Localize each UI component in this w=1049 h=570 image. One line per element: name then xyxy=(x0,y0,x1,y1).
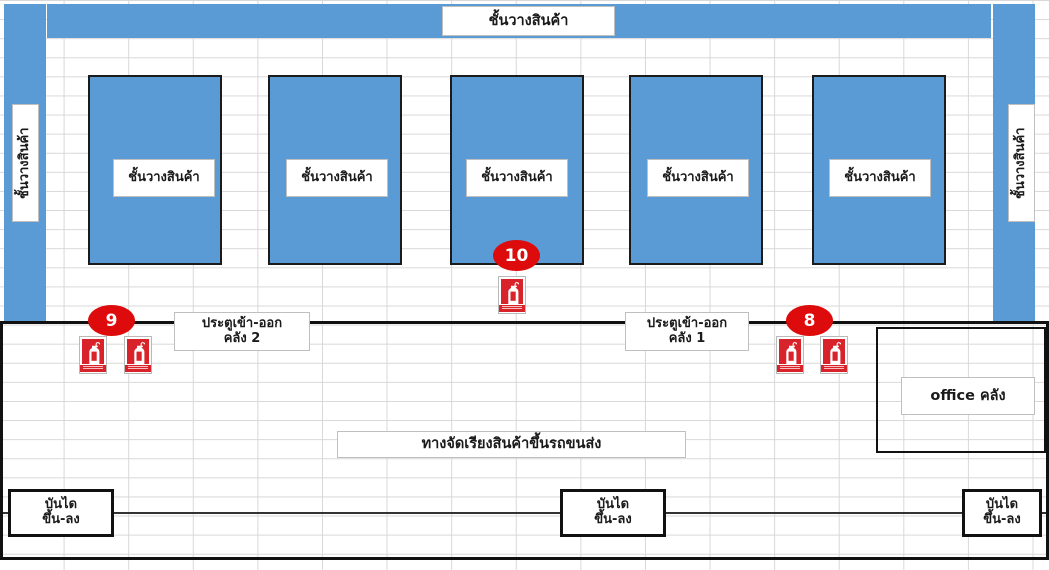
fire-extinguisher-caption xyxy=(125,364,151,372)
stairs-route-line xyxy=(3,512,1046,514)
fire-extinguisher-icon xyxy=(498,276,526,314)
fire-extinguisher-icon xyxy=(124,336,152,374)
rack-2-label: ชั้นวางสินค้า xyxy=(286,159,388,197)
fire-extinguisher-pictogram xyxy=(127,339,149,371)
fire-extinguisher-caption xyxy=(499,304,525,312)
fire-extinguisher-icon xyxy=(79,336,107,374)
fire-point-8-badge: 8 xyxy=(786,305,833,336)
office-room-label: office คลัง xyxy=(901,377,1035,415)
rack-top-wall-label: ชั้นวางสินค้า xyxy=(442,6,615,36)
fire-point-10-badge: 10 xyxy=(493,240,540,271)
door-1-label[interactable]: ประตูเข้า-ออก คลัง 1 xyxy=(625,312,749,351)
stairs-center[interactable]: บันได ขึ้น-ลง xyxy=(560,489,666,537)
rack-4-label: ชั้นวางสินค้า xyxy=(647,159,749,197)
stairs-left[interactable]: บันได ขึ้น-ลง xyxy=(8,489,114,537)
fire-extinguisher-caption xyxy=(821,364,847,372)
wall-hall-divider xyxy=(0,321,1049,324)
rack-1-label: ชั้นวางสินค้า xyxy=(113,159,215,197)
fire-extinguisher-icon xyxy=(820,336,848,374)
fire-extinguisher-caption xyxy=(80,364,106,372)
loading-lane-label: ทางจัดเรียงสินค้าขึ้นรถขนส่ง xyxy=(337,431,686,458)
fire-extinguisher-icon xyxy=(776,336,804,374)
fire-extinguisher-pictogram xyxy=(779,339,801,371)
wall-left-outer xyxy=(0,321,3,560)
rack-left-wall-label: ชั้นวางสินค้า xyxy=(12,104,39,222)
rack-3-label: ชั้นวางสินค้า xyxy=(466,159,568,197)
wall-bottom-outer xyxy=(0,557,1049,560)
fire-extinguisher-pictogram xyxy=(501,279,523,311)
fire-extinguisher-pictogram xyxy=(82,339,104,371)
door-2-label[interactable]: ประตูเข้า-ออก คลัง 2 xyxy=(174,312,310,351)
stairs-right[interactable]: บันได ขึ้น-ลง xyxy=(962,489,1042,537)
wall-right-outer xyxy=(1046,321,1049,560)
fire-extinguisher-pictogram xyxy=(823,339,845,371)
office-room xyxy=(876,327,1046,453)
rack-5-label: ชั้นวางสินค้า xyxy=(829,159,931,197)
fire-point-9-badge: 9 xyxy=(88,305,135,336)
rack-right-wall-label: ชั้นวางสินค้า xyxy=(1008,104,1035,222)
fire-extinguisher-caption xyxy=(777,364,803,372)
